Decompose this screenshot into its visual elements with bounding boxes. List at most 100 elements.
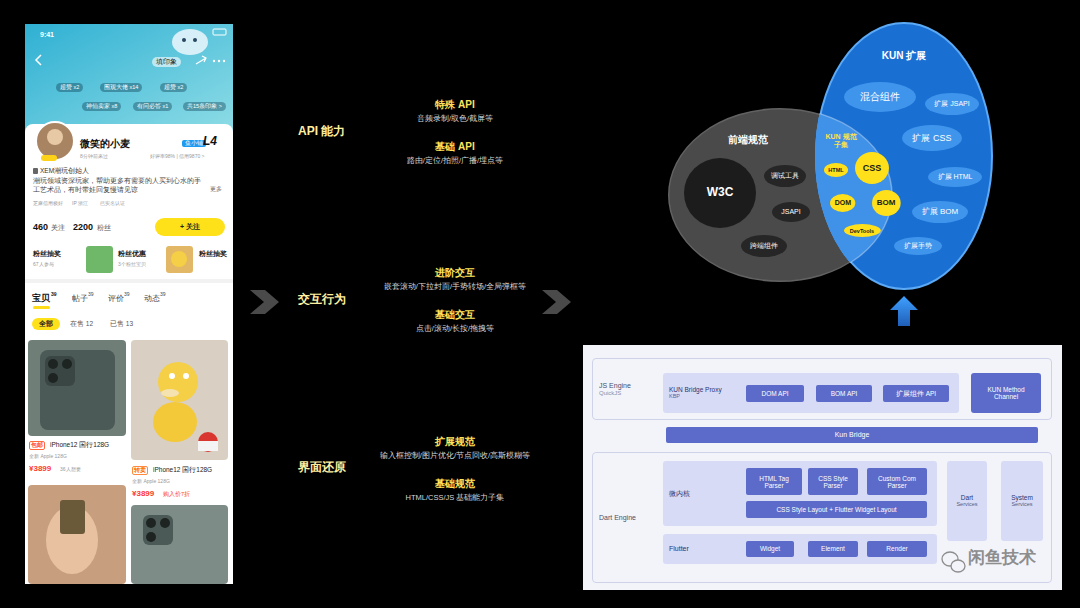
product-photo [28,340,126,436]
subset-circle: DOM [830,194,855,212]
filter-chip: 已售 13 [110,320,133,328]
tab-count: 39 [88,291,94,297]
tab-count: 39 [160,291,166,297]
venn-item: 扩展 CSS [902,125,962,151]
node-text: KUN Method Channel [983,386,1029,401]
phone-screen [25,24,233,584]
user-bio: 潮玩领域资深玩家，帮助更多有需要的人买到心水的手工艺术品，有时带娃回复慢请见谅 [33,177,205,195]
flutter-button: Render [867,541,927,557]
bridge-bar: Kun Bridge [666,427,1038,443]
battery-icon [213,29,226,35]
camera-lens [48,359,58,369]
node-text: 扩展手势 [904,242,932,249]
venn-item: 扩展手势 [894,237,942,255]
node-text: DevTools [850,227,874,233]
camera-lens [48,373,58,383]
camera-block [45,356,75,386]
node-text: W3C [707,186,734,200]
subset-circle: DevTools [844,224,881,237]
text-group: 混合组件 [860,91,900,103]
architecture-panel [583,345,1062,590]
text-group: Kun Bridge [835,431,870,439]
item-spec: 全新 Apple 128G [29,453,67,459]
level-detail: HTML/CSS/JS 基础能力子集 [406,493,505,502]
item-tag: 包邮 [29,441,45,450]
text-group: BOM API [831,390,858,397]
subset-circle-shape [872,190,901,216]
node-text: Dart [956,494,977,501]
node-text: 前端规范 [718,134,778,146]
level-heading: 基础 API [435,141,474,153]
level-heading: 基础交互 [435,309,475,321]
camera-block [143,515,173,545]
text-group: BOM [877,198,896,207]
node-text: System [1011,494,1033,501]
node-text: JS Engine [599,382,631,390]
node-text: BOM [877,198,896,207]
text-group: 扩展手势 [904,242,932,249]
node-text: KUN Bridge Proxy [669,386,722,393]
tab-title: 评价 [108,294,124,304]
stat-number: 2200 [73,222,93,233]
category-heading: API 能力 [298,124,345,138]
node-text: HTML [828,167,843,173]
flutter-button: Element [808,541,858,557]
watermark: 闲鱼技术 [968,548,1036,568]
profile-tag: 已实名认证 [100,200,125,206]
tab-title: 动态 [144,294,160,304]
subset-circle: BOM [872,190,901,216]
venn-item-shape [894,237,942,255]
node-text: CSS Style Parser [813,474,853,489]
venn-item-shape [741,235,787,257]
shop-badge: 鱼小铺 [182,140,206,147]
venn-item-shape [925,93,979,115]
profile-tag: 芝麻信用极好 [33,200,63,206]
node-text: HTML Tag Parser [753,474,795,489]
venn-item: 混合组件 [844,82,916,112]
text-group: JSAPI [781,208,800,216]
node-text: 跨端组件 [750,242,778,250]
node-text: KUN 规范子集 [822,133,860,149]
title-icon [33,168,38,174]
text-group: W3C [707,186,734,200]
duck-body [153,402,197,442]
header-banner [25,24,233,136]
mascot-eye [182,38,186,42]
fan-entry-note: 3个粉丝宝贝 [118,261,146,267]
item-title: iPhone12 国行128G [50,441,109,449]
api-button: BOM API [816,385,872,402]
node-text: QuickJS [599,390,631,397]
camera-lens [146,532,156,542]
venn-circle-shape [684,158,756,228]
text-group: DOM API [761,390,788,397]
status-time: 9:41 [40,31,54,39]
node-text: Flutter [669,545,689,553]
api-button: 扩展组件 API [883,385,949,402]
overlap-shape [668,108,892,282]
node-text: BOM API [831,390,858,397]
proxy-box: KUN Bridge ProxyKBP DOM API BOM API 扩展组件 AP… [663,373,959,413]
text-group: KUN Bridge ProxyKBP [669,386,722,400]
item-note: 36人想要 [60,466,81,472]
level-detail: 输入框控制/图片优化/节点回收/高斯模糊等 [380,451,530,460]
node-text: 扩展 BOM [922,207,958,216]
flow-chevron [250,290,279,314]
camera-lens [146,518,156,528]
text-group: SystemServices [1011,494,1033,508]
duck-head [158,362,198,402]
channel-box: KUN Method Channel [971,373,1041,413]
product-photo [131,505,228,584]
level-heading: 进阶交互 [435,267,475,279]
text-group: CSS Style Layout + Flutter Widget Layout [776,506,896,513]
impression-tag: 神仙卖家 x8 [82,102,121,111]
venn-item: 跨端组件 [741,235,787,257]
parser-button: Custom Com Parser [867,468,927,495]
layout-bar: CSS Style Layout + Flutter Widget Layout [746,501,927,518]
camera-lens [160,518,170,528]
venn-item: JSAPI [772,202,810,222]
node-text: KBP [669,394,722,400]
duck-beak [161,389,179,397]
stat-number: 460 [33,222,48,233]
fan-entry: 粉丝抽奖 [199,250,227,258]
text-group: DartServices [956,494,977,508]
